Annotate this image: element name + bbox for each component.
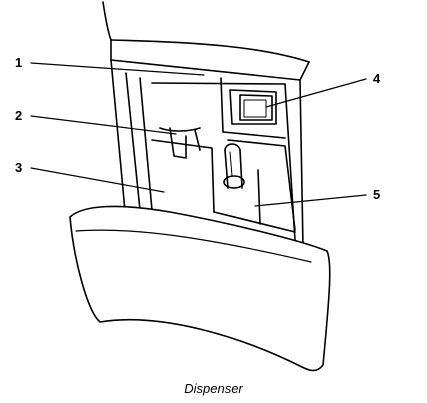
callout-2: 2 (15, 108, 23, 123)
drawer-left-walls (110, 59, 153, 223)
siphon-cap (223, 143, 245, 189)
callout-4: 4 (373, 71, 381, 86)
leader-lines (30, 62, 367, 207)
main-wash-compartment (151, 127, 215, 213)
callout-5: 5 (373, 187, 381, 202)
softener-compartment (229, 89, 277, 125)
leader-line-2 (30, 115, 177, 135)
leader-line-4 (265, 78, 367, 108)
callout-3: 3 (15, 160, 23, 175)
drawer-back-wall (151, 77, 286, 139)
callout-1: 1 (15, 55, 23, 70)
figure-caption: Dispenser (184, 381, 243, 396)
leader-line-5 (254, 194, 367, 207)
leader-line-3 (30, 167, 165, 193)
leader-line-1 (30, 62, 205, 76)
machine-housing (102, 1, 310, 81)
drawer-front-flap (69, 205, 331, 372)
